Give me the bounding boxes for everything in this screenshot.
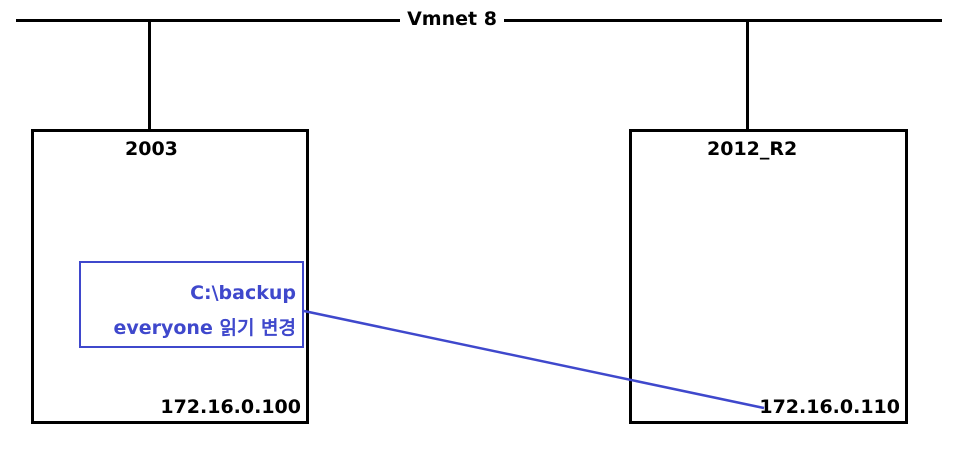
network-label: Vmnet 8 <box>400 7 504 31</box>
host-ip-2003: 172.16.0.100 <box>160 396 301 418</box>
drop-line-host-2003 <box>148 21 151 131</box>
host-title-2012: 2012_R2 <box>707 138 798 160</box>
drop-line-host-2012 <box>746 21 749 131</box>
host-box-2012: 2012_R2 172.16.0.110 <box>629 129 908 424</box>
share-box: C:\backup everyone 읽기 변경 <box>79 261 304 348</box>
host-title-2003: 2003 <box>125 138 178 160</box>
host-ip-2012: 172.16.0.110 <box>759 396 900 418</box>
share-path: C:\backup <box>190 282 296 304</box>
share-permission: everyone 읽기 변경 <box>113 317 296 339</box>
